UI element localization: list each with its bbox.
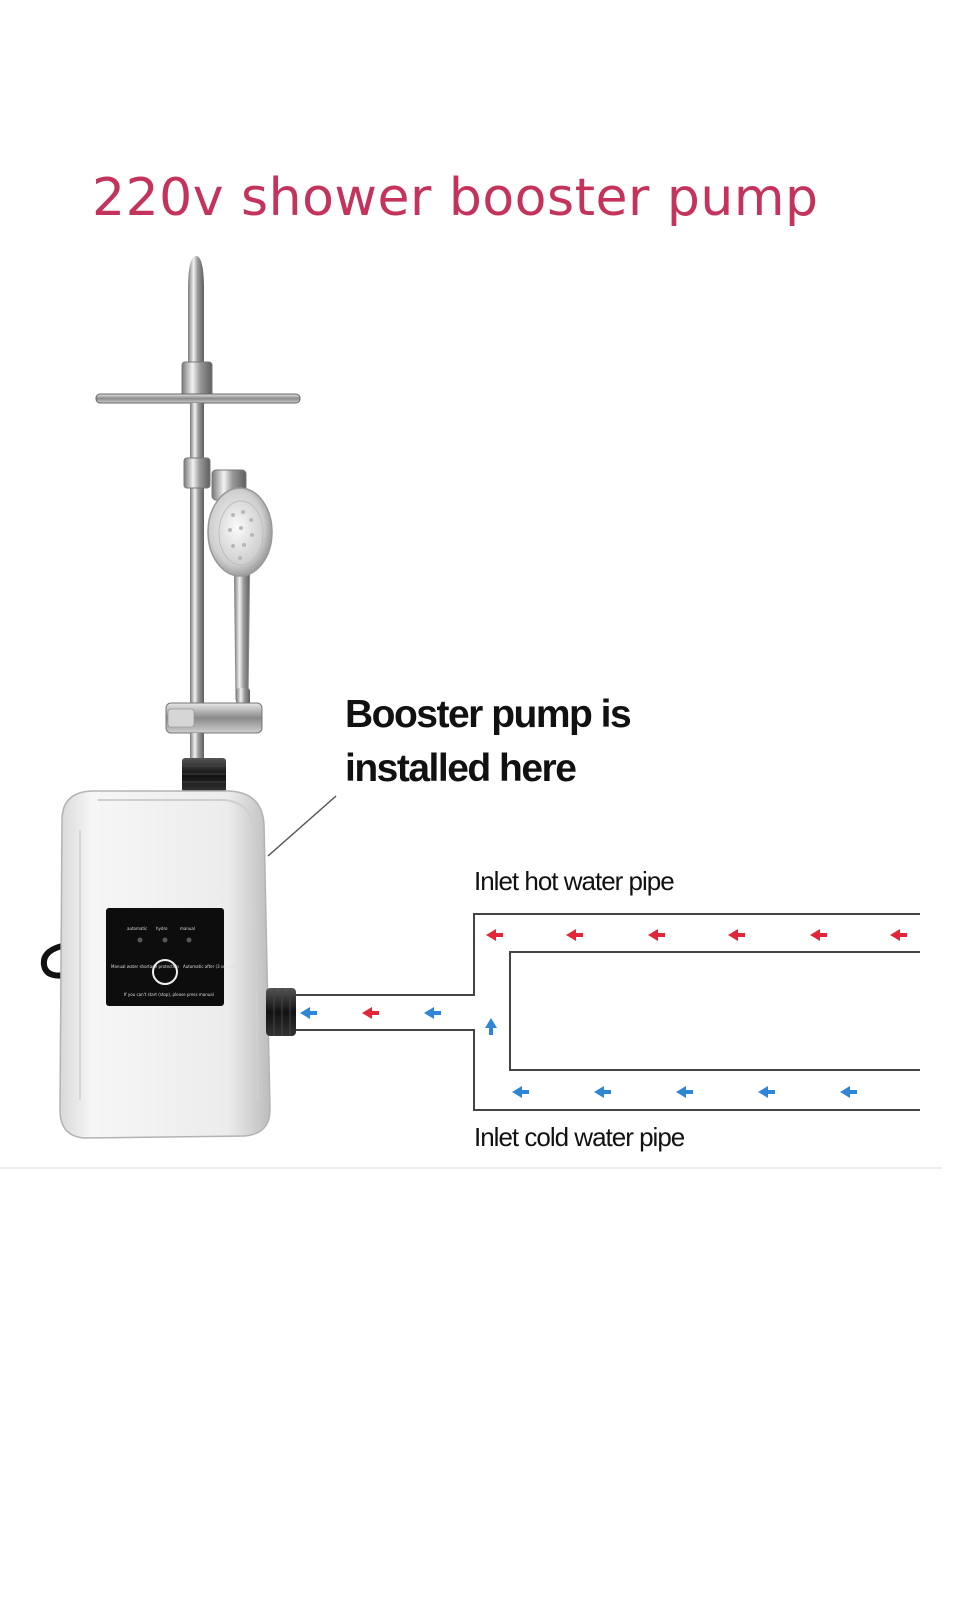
- cold-water-arrows: [300, 1007, 857, 1098]
- booster-pump-unit: automatic hydro manual Manual water shor…: [40, 790, 296, 1139]
- top-thread-connector: [182, 758, 226, 792]
- left-arrow-icon: [512, 1086, 529, 1098]
- left-arrow-icon: [300, 1007, 317, 1019]
- power-cable: [40, 942, 69, 979]
- left-arrow-icon: [362, 1007, 379, 1019]
- upper-clamp: [183, 457, 211, 489]
- shower-arm-joint: [181, 361, 213, 397]
- led-indicator: [162, 937, 168, 943]
- left-arrow-icon: [840, 1086, 857, 1098]
- shower-arm: [188, 256, 204, 372]
- hot-pipe-outer-line: [296, 913, 920, 996]
- left-arrow-icon: [594, 1086, 611, 1098]
- left-arrow-icon: [486, 929, 503, 941]
- panel-bottom-text: If you can't start (stop), please press …: [124, 992, 214, 997]
- slide-rail: [190, 403, 204, 763]
- hot-pipe-inner-line: [509, 951, 920, 1071]
- left-arrow-icon: [758, 1086, 775, 1098]
- panel-mode-hydro: hydro: [156, 926, 168, 931]
- pump-location-label: Booster pump is installed here: [345, 688, 632, 796]
- panel-right-text: Automatic after (3 seconds): [183, 964, 239, 969]
- cold-pipe-outer-line: [296, 1029, 920, 1111]
- left-arrow-icon: [728, 929, 745, 941]
- panel-left-text: Manual water shortage protection: [111, 964, 179, 969]
- led-indicator: [186, 937, 192, 943]
- left-arrow-icon: [676, 1086, 693, 1098]
- power-button[interactable]: [152, 959, 178, 985]
- left-arrow-icon: [810, 929, 827, 941]
- panel-mode-automatic: automatic: [127, 926, 147, 931]
- cold-pipe-label: Inlet cold water pipe: [474, 1122, 685, 1152]
- left-arrow-icon: [566, 929, 583, 941]
- outlet-thread-connector: [266, 988, 296, 1036]
- left-arrow-icon: [890, 929, 907, 941]
- rail-bottom: [190, 733, 204, 763]
- pump-location-line-1: Booster pump is: [345, 693, 632, 736]
- callout-leader-line: [267, 795, 337, 857]
- page-title: 220v shower booster pump: [92, 168, 819, 228]
- up-arrow-icon: [485, 1018, 497, 1035]
- overhead-shower-plate: [95, 393, 301, 404]
- panel-mode-manual: manual: [180, 926, 195, 931]
- left-arrow-icon: [648, 929, 665, 941]
- pump-location-line-2: installed here: [345, 747, 577, 790]
- left-arrow-icon: [424, 1007, 441, 1019]
- shower-assembly: [95, 256, 301, 792]
- hot-water-arrows: [362, 929, 907, 1019]
- pipe-network: [296, 913, 920, 1111]
- control-panel: [106, 908, 224, 1006]
- led-indicator: [137, 937, 143, 943]
- hot-pipe-label: Inlet hot water pipe: [474, 866, 675, 896]
